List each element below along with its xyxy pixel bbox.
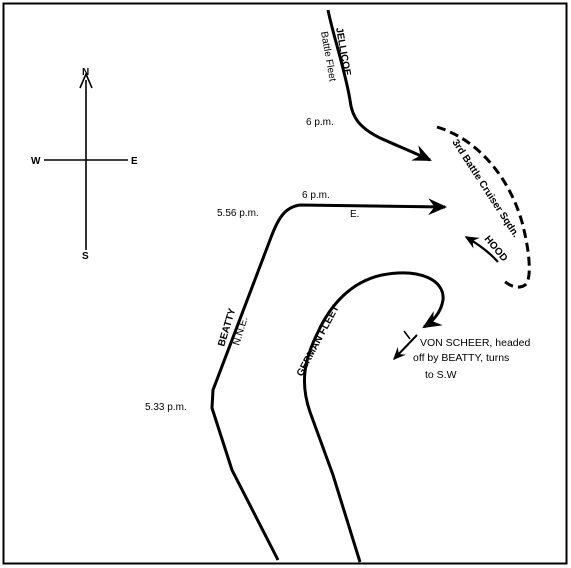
beatty-time-start-label: 5.33 p.m. bbox=[145, 402, 187, 413]
compass-north-label: N bbox=[82, 67, 89, 78]
von-scheer-tick bbox=[403, 330, 411, 340]
von-scheer-arrow bbox=[393, 334, 418, 361]
german-fleet-label: GERMAN FLEET bbox=[295, 304, 342, 379]
beatty-track bbox=[210, 198, 448, 561]
jellicoe-track bbox=[326, 9, 432, 162]
north-arrow-icon bbox=[79, 71, 93, 89]
compass-west-label: W bbox=[31, 156, 41, 167]
hood-track-arrow bbox=[464, 236, 499, 263]
compass-rose: N S W E bbox=[31, 67, 138, 262]
jellicoe-time-label: 6 p.m. bbox=[306, 117, 334, 128]
beatty-time-6-label: 6 p.m. bbox=[302, 190, 330, 201]
von-scheer-line-3: to S.W bbox=[425, 369, 457, 381]
german-fleet-track bbox=[302, 271, 445, 563]
battle-cruiser-track bbox=[436, 125, 531, 289]
von-scheer-line-2: off by BEATTY, turns bbox=[413, 352, 509, 364]
von-scheer-line-1: VON SCHEER, headed bbox=[420, 337, 530, 349]
beatty-time-turn-label: 5.56 p.m. bbox=[217, 208, 259, 219]
beatty-heading-east-label: E. bbox=[350, 209, 359, 220]
battle-cruiser-label: 3rd Battle Cruiser Sqdn. bbox=[449, 138, 521, 240]
compass-south-label: S bbox=[82, 251, 89, 262]
compass-east-label: E bbox=[131, 156, 138, 167]
